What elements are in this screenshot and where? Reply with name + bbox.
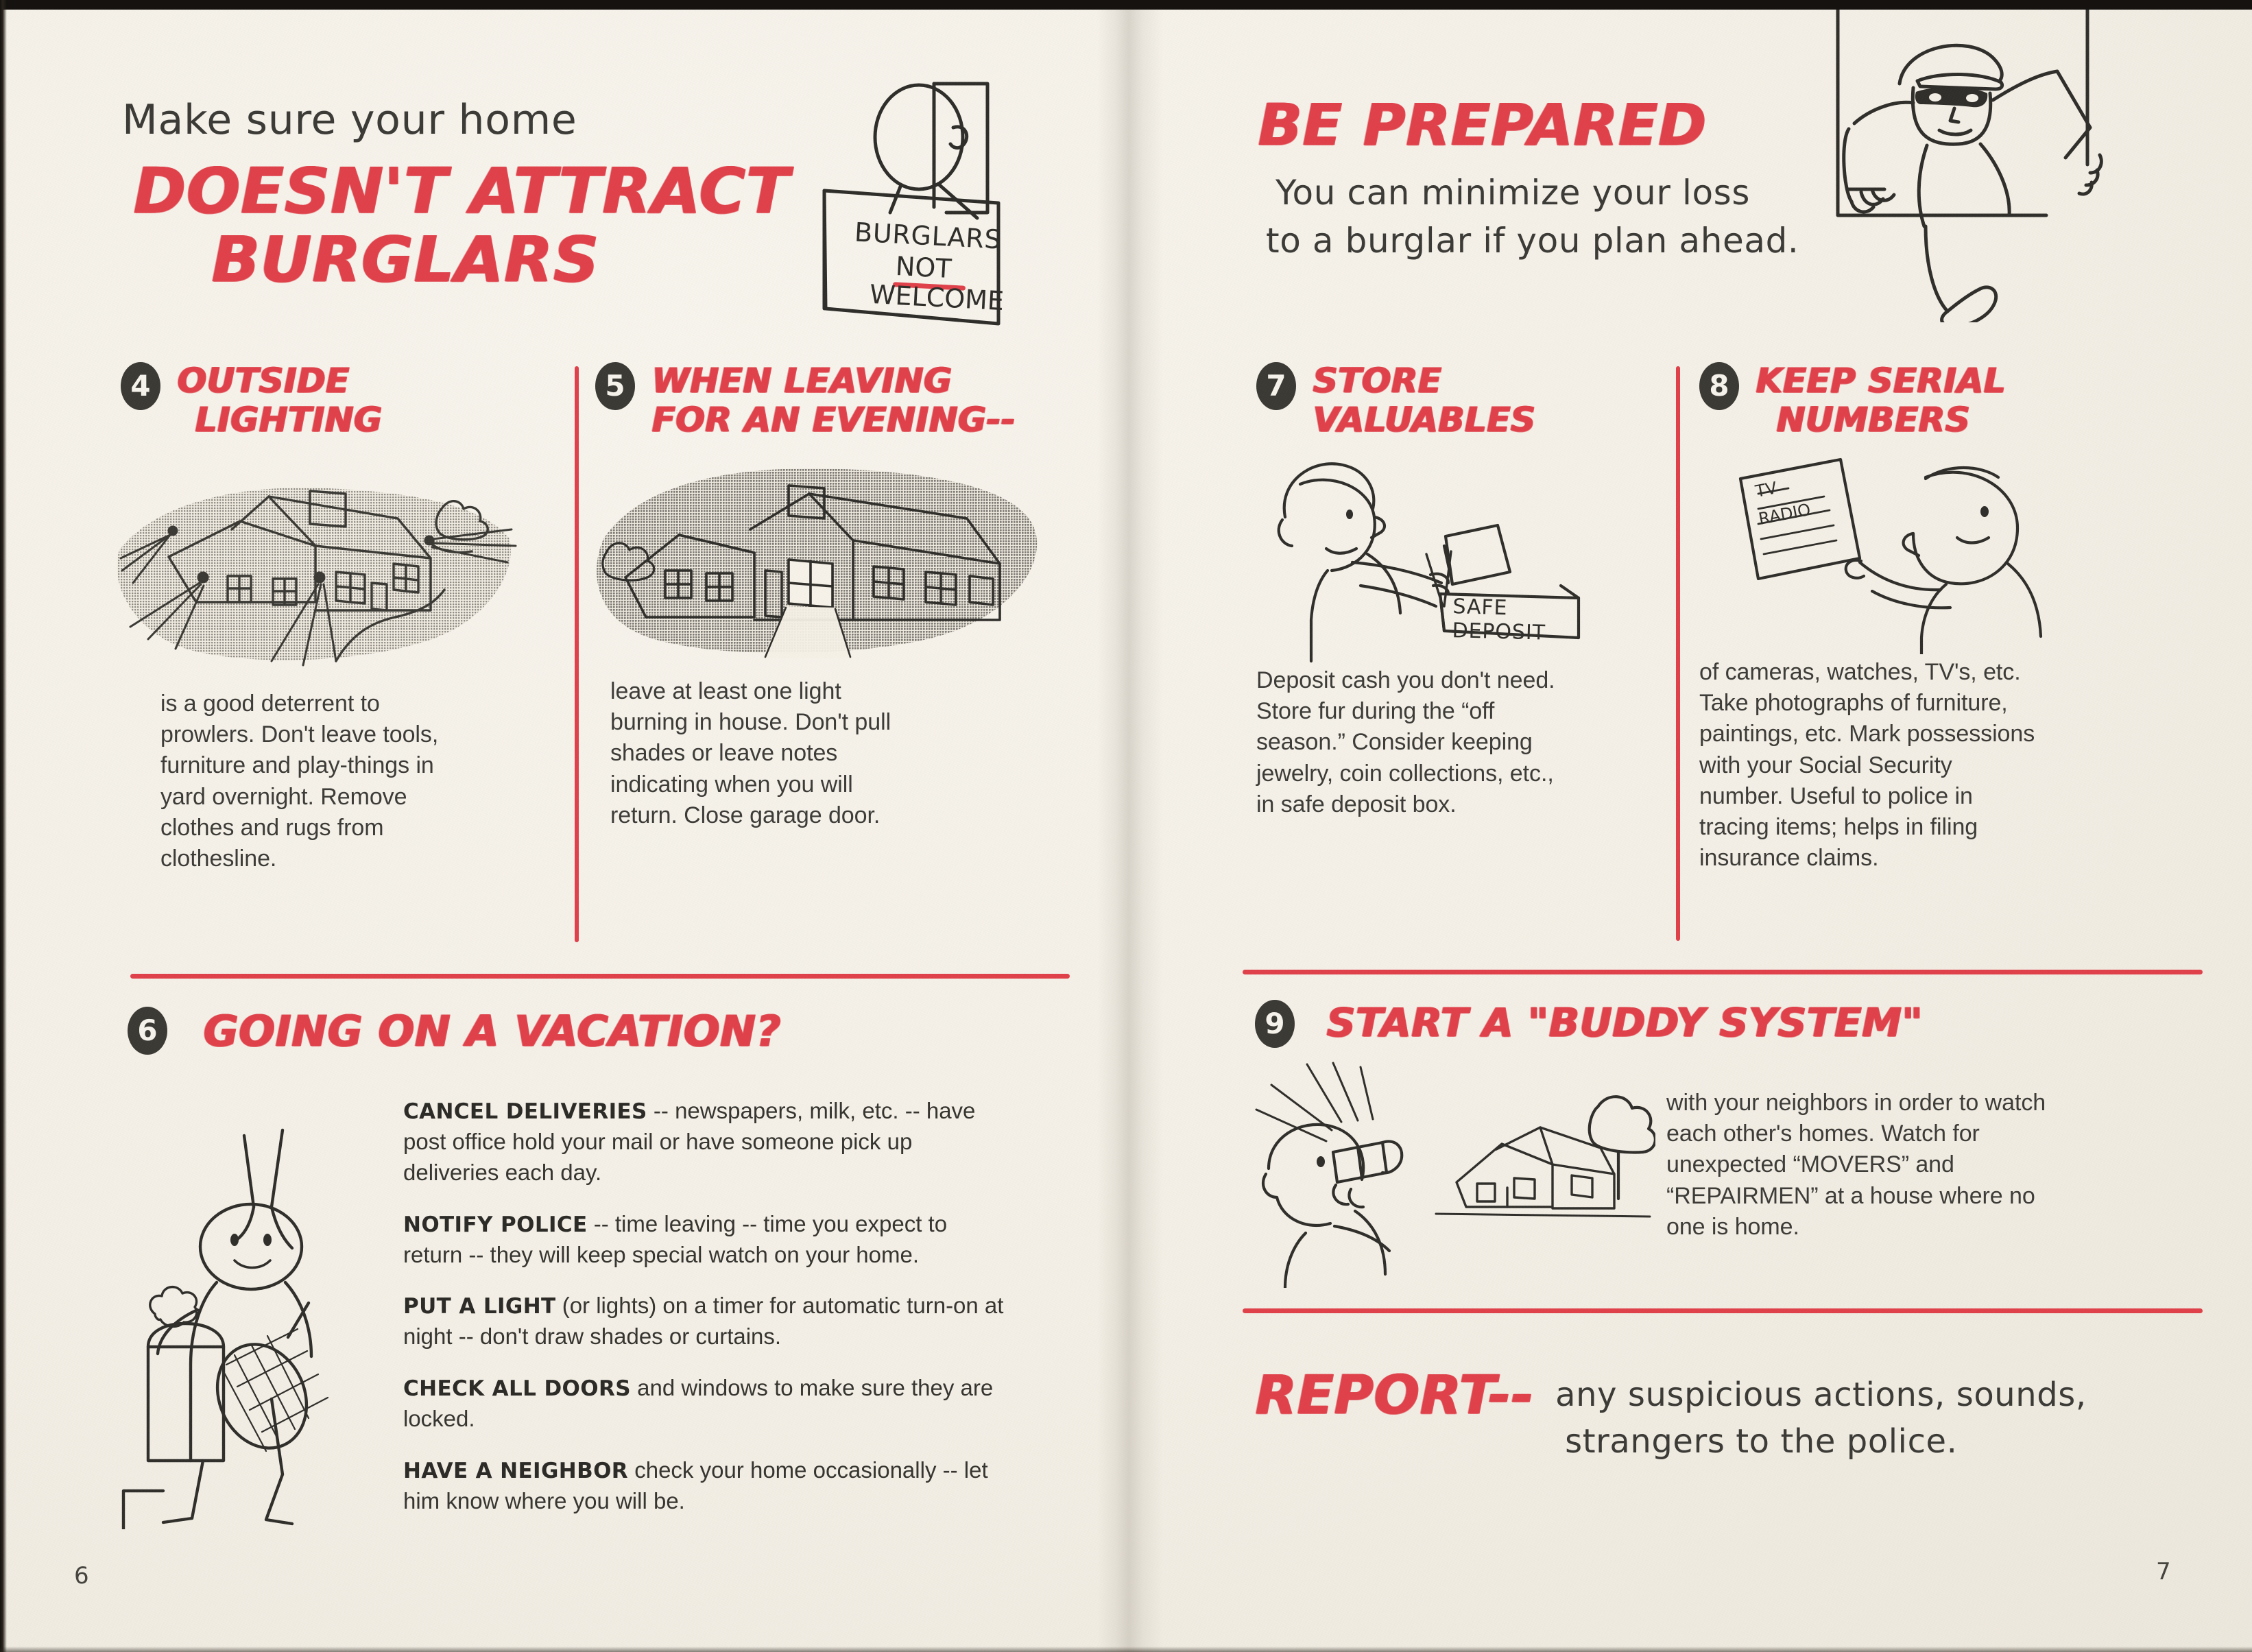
section-9-header: 9 START A "BUDDY SYSTEM" bbox=[1255, 1000, 1923, 1048]
section-9-title: START A "BUDDY SYSTEM" bbox=[1326, 999, 1923, 1046]
divider-horizontal-right-bottom bbox=[1243, 1308, 2203, 1313]
section-6-number: 6 bbox=[128, 1007, 167, 1055]
traveler-illustration bbox=[82, 1077, 398, 1531]
section-8-number: 8 bbox=[1699, 362, 1739, 410]
vacation-item-lead: CANCEL DELIVERIES bbox=[403, 1099, 647, 1124]
serial-numbers-illustration: TV RADIO bbox=[1720, 448, 2076, 656]
vacation-item: CHECK ALL DOORS and windows to make sure… bbox=[403, 1373, 1007, 1435]
section-5-body: leave at least one light burning in hous… bbox=[610, 678, 891, 828]
section-7: 7 STORE VALUABLES bbox=[1256, 362, 1640, 820]
section-7-body: Deposit cash you don't need. Store fur d… bbox=[1256, 667, 1555, 817]
section-7-title-line-2: VALUABLES bbox=[1313, 400, 1535, 440]
section-8-header: 8 KEEP SERIAL NUMBERS bbox=[1699, 362, 2138, 438]
safe-deposit-label: SAFE DEPOSIT bbox=[1452, 595, 1546, 645]
vacation-item-text: and windows to make sure they are locked… bbox=[403, 1375, 994, 1431]
section-9-body: with your neighbors in order to watch ea… bbox=[1666, 1090, 2046, 1240]
masked-burglar-illustration bbox=[1813, 0, 2115, 328]
left-page: Make sure your home DOESN'T ATTRACT BURG… bbox=[0, 0, 1125, 1652]
buddy-system-illustration bbox=[1230, 1062, 1657, 1290]
section-4-body: is a good deterrent to prowlers. Don't l… bbox=[160, 691, 439, 872]
section-7-header: 7 STORE VALUABLES bbox=[1256, 362, 1640, 438]
vacation-item: NOTIFY POLICE -- time leaving -- time yo… bbox=[403, 1209, 1007, 1271]
section-5-number: 5 bbox=[595, 362, 635, 410]
divider-vertical-right bbox=[1676, 366, 1680, 941]
be-prepared-headline: BE PREPARED bbox=[1258, 91, 1707, 158]
vacation-item-lead: PUT A LIGHT bbox=[403, 1294, 556, 1319]
divider-horizontal-left bbox=[130, 974, 1070, 979]
vacation-item: HAVE A NEIGHBOR check your home occasion… bbox=[403, 1455, 1007, 1517]
divider-vertical-left bbox=[575, 366, 579, 942]
left-intro-block: Make sure your home DOESN'T ATTRACT BURG… bbox=[122, 96, 789, 292]
vacation-item-lead: CHECK ALL DOORS bbox=[403, 1376, 631, 1402]
left-page-number: 6 bbox=[74, 1562, 89, 1590]
be-prepared-note-line-1: You can minimize your loss bbox=[1275, 172, 1750, 213]
section-7-title-line-1: STORE bbox=[1313, 361, 1441, 400]
section-7-number: 7 bbox=[1256, 362, 1296, 410]
serial-list-label-1: TV bbox=[1753, 478, 1779, 501]
vacation-item-lead: NOTIFY POLICE bbox=[403, 1212, 588, 1237]
report-block: REPORT-- any suspicious actions, sounds,… bbox=[1255, 1365, 2087, 1461]
right-intro-block: BE PREPARED You can minimize your loss t… bbox=[1258, 91, 1799, 261]
be-prepared-note-line-2: to a burglar if you plan ahead. bbox=[1266, 220, 1799, 261]
section-4-title-line-2: LIGHTING bbox=[195, 400, 382, 440]
section-4-header: 4 OUTSIDE LIGHTING bbox=[121, 362, 525, 438]
vacation-item-text: check your home occasionally -- let him … bbox=[403, 1457, 988, 1513]
house-at-night-illustration bbox=[583, 453, 1049, 672]
vacation-item: CANCEL DELIVERIES -- newspapers, milk, e… bbox=[403, 1096, 1007, 1188]
section-8-body: of cameras, watches, TV's, etc. Take pho… bbox=[1699, 659, 2035, 872]
section-4-number: 4 bbox=[121, 362, 160, 410]
right-page: BE PREPARED You can minimize your loss t… bbox=[1127, 0, 2252, 1652]
vacation-item-lead: HAVE A NEIGHBOR bbox=[403, 1458, 629, 1483]
section-8: 8 KEEP SERIAL NUMBERS bbox=[1699, 362, 2138, 874]
scan-edge-left bbox=[0, 0, 7, 1652]
headline-line-1: DOESN'T ATTRACT bbox=[133, 154, 789, 228]
section-5-header: 5 WHEN LEAVING FOR AN EVENING-- bbox=[595, 362, 1075, 438]
report-note-line-1: any suspicious actions, sounds, bbox=[1555, 1376, 2087, 1414]
vacation-item: PUT A LIGHT (or lights) on a timer for a… bbox=[403, 1291, 1007, 1352]
section-4-title-line-1: OUTSIDE bbox=[177, 361, 349, 400]
house-with-floodlights-illustration bbox=[110, 455, 521, 682]
section-4: 4 OUTSIDE LIGHTING bbox=[117, 362, 525, 874]
section-8-title-line-2: NUMBERS bbox=[1776, 400, 1970, 440]
section-8-title-line-1: KEEP SERIAL bbox=[1756, 361, 2006, 400]
vacation-item-text: -- time leaving -- time you expect to re… bbox=[403, 1210, 948, 1267]
section-5: 5 WHEN LEAVING FOR AN EVENING-- bbox=[595, 362, 1075, 831]
section-5-title-line-1: WHEN LEAVING bbox=[651, 361, 952, 400]
vacation-item-text: -- newspapers, milk, etc. -- have post o… bbox=[403, 1098, 976, 1185]
scan-edge-top bbox=[0, 0, 2252, 10]
section-6-title: GOING ON A VACATION? bbox=[203, 1006, 781, 1056]
divider-horizontal-right-top bbox=[1243, 970, 2203, 974]
section-5-title-line-2: FOR AN EVENING-- bbox=[651, 400, 1016, 440]
vacation-item-text: (or lights) on a timer for automatic tur… bbox=[403, 1293, 1004, 1350]
report-headline: REPORT-- bbox=[1255, 1365, 1534, 1426]
report-note-line-2: strangers to the police. bbox=[1565, 1422, 1958, 1461]
headline-line-2: BURGLARS bbox=[211, 222, 599, 296]
section-9-number: 9 bbox=[1255, 1000, 1295, 1048]
intro-line: Make sure your home bbox=[122, 96, 577, 144]
burglars-not-welcome-sign-illustration: BURGLARS NOT WELCOME bbox=[782, 7, 1008, 343]
scan-edge-bottom bbox=[0, 1647, 2252, 1652]
vacation-items-list: CANCEL DELIVERIES -- newspapers, milk, e… bbox=[403, 1096, 1007, 1517]
sign-line-2: NOT bbox=[894, 250, 953, 285]
right-page-number: 7 bbox=[2156, 1558, 2171, 1585]
section-6-header: 6 GOING ON A VACATION? bbox=[128, 1007, 781, 1055]
safe-deposit-illustration: SAFE DEPOSIT bbox=[1247, 451, 1603, 664]
